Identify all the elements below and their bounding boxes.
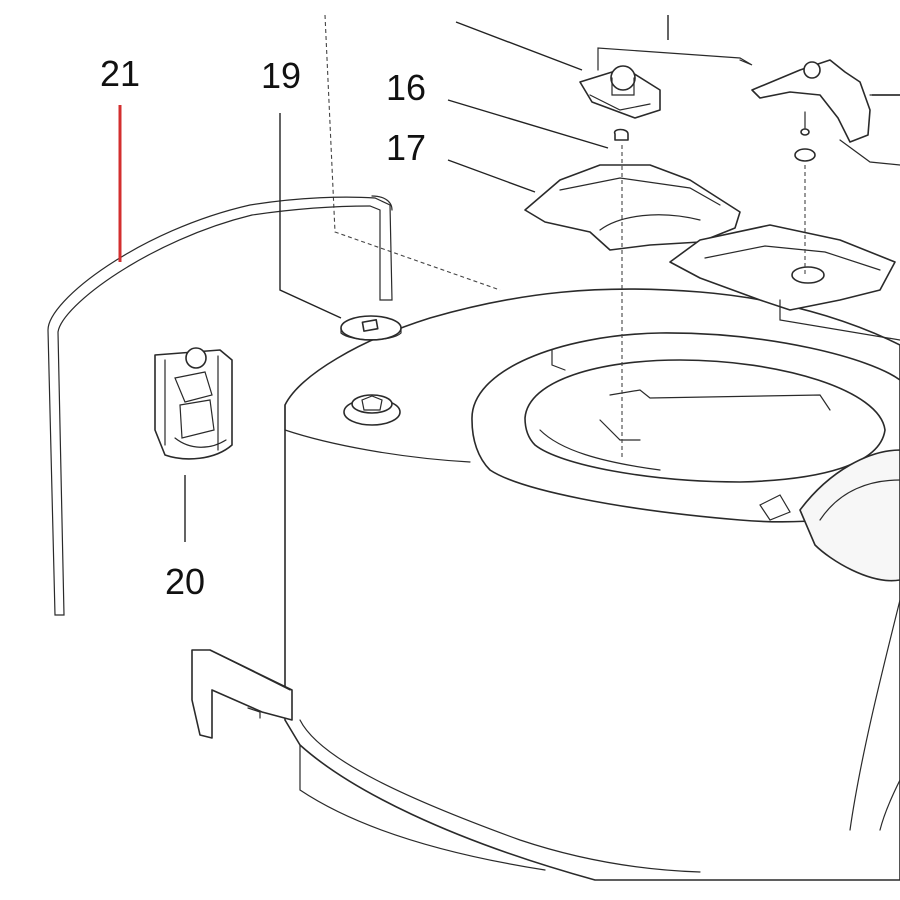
- callout-20: 20: [165, 561, 205, 602]
- callout-21: 21: [100, 53, 140, 94]
- lever-assembly: [751, 59, 900, 166]
- part-16-screw: [613, 128, 629, 141]
- part-16-valve: [579, 47, 753, 141]
- assembly-dashed-guide-left: [324, 14, 501, 291]
- callout-16: 16: [386, 67, 426, 108]
- part-17-cover-plate: [524, 164, 900, 341]
- leader-line-19: [279, 113, 342, 319]
- callout-19: 19: [261, 55, 301, 96]
- level-indicator-knob: [343, 394, 401, 426]
- base-plate: [191, 649, 293, 739]
- part-21-tube: [47, 195, 393, 616]
- callout-17: 17: [386, 127, 426, 168]
- part-19-seal: [340, 315, 402, 341]
- leader-line-16: [447, 99, 609, 149]
- part-20-bracket: [154, 347, 233, 460]
- leader-line-17: [447, 159, 536, 193]
- bowl-opening: [471, 332, 900, 582]
- leader-line-top-left: [455, 21, 583, 71]
